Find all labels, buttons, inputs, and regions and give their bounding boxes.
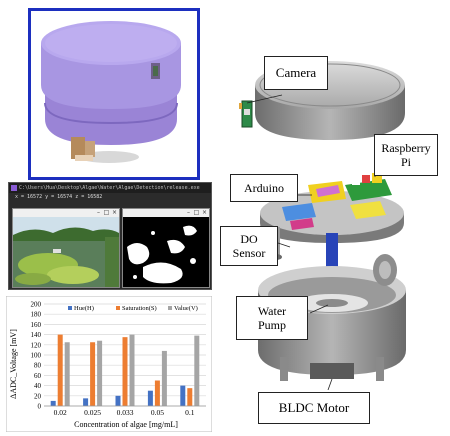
x-tick-label: 0.1 bbox=[185, 408, 195, 417]
callout-raspberry-pi: Raspberry Pi bbox=[374, 134, 438, 176]
legend-swatch bbox=[168, 306, 172, 310]
device-photo-image bbox=[31, 11, 197, 177]
chart-frame bbox=[6, 296, 212, 432]
y-tick-label: 140 bbox=[31, 331, 42, 339]
callout-do-sensor: DO Sensor bbox=[220, 226, 278, 266]
bar-valuev-0.1 bbox=[194, 335, 200, 406]
x-tick-label: 0.033 bbox=[117, 408, 134, 417]
x-tick-label: 0.02 bbox=[54, 408, 67, 417]
software-window: C:\Users\Hua\Desktop\Algae\Water\Algae\D… bbox=[8, 182, 212, 290]
camera-view-titlebar: – □ × bbox=[13, 209, 119, 217]
bar-valuev-0.033 bbox=[129, 334, 135, 406]
bar-saturations-0.1 bbox=[187, 388, 193, 406]
raspberry-pi-board bbox=[345, 173, 392, 201]
y-tick-label: 60 bbox=[34, 372, 42, 380]
bar-hueh-0.02 bbox=[50, 400, 56, 406]
bar-hueh-0.025 bbox=[83, 398, 89, 406]
camera-module bbox=[239, 100, 253, 128]
chart-x-tick-labels: 0.02 0.025 0.033 0.05 0.1 bbox=[54, 408, 195, 417]
bar-valuev-0.025 bbox=[97, 340, 103, 406]
bar-saturations-0.02 bbox=[57, 334, 63, 406]
bar-hueh-0.033 bbox=[115, 395, 121, 406]
battery-blocks bbox=[282, 201, 386, 230]
chart-y-axis-label: ΔADC_Voltage [mV] bbox=[9, 329, 18, 399]
y-tick-label: 0 bbox=[38, 403, 42, 411]
camera-view-window: – □ × bbox=[12, 208, 120, 288]
close-icon[interactable]: × bbox=[111, 209, 118, 216]
mask-view-titlebar: – □ × bbox=[123, 209, 209, 217]
water-pump-part bbox=[373, 254, 397, 286]
bar-valuev-0.02 bbox=[64, 342, 70, 406]
chart-y-tick-labels: 0 20 40 60 80 100 120 140 160 180 200 bbox=[31, 301, 42, 411]
y-tick-label: 180 bbox=[31, 311, 42, 319]
chart-legend: Hue(H) Saturation(S) Value(V) bbox=[68, 305, 198, 312]
software-status-readout: x = 16572 y = 16574 z = 16582 bbox=[15, 194, 103, 200]
bar-saturations-0.025 bbox=[90, 342, 96, 406]
y-tick-label: 100 bbox=[31, 352, 42, 360]
algae-mask-image bbox=[123, 217, 209, 287]
device-photo bbox=[28, 8, 200, 180]
callout-arduino: Arduino bbox=[230, 174, 298, 202]
maximize-icon[interactable]: □ bbox=[193, 209, 200, 216]
legend-swatch bbox=[68, 306, 72, 310]
y-tick-label: 120 bbox=[31, 341, 42, 349]
bar-saturations-0.033 bbox=[122, 337, 128, 406]
y-tick-label: 20 bbox=[34, 392, 42, 400]
close-icon[interactable]: × bbox=[201, 209, 208, 216]
y-tick-label: 40 bbox=[34, 382, 42, 390]
software-title-bar: C:\Users\Hua\Desktop\Algae\Water\Algae\D… bbox=[9, 183, 211, 193]
x-tick-label: 0.05 bbox=[151, 408, 164, 417]
arduino-board bbox=[308, 181, 346, 203]
pond-camera-image bbox=[13, 217, 119, 287]
callout-bldc-motor: BLDC Motor bbox=[258, 392, 370, 424]
y-tick-label: 160 bbox=[31, 321, 42, 329]
minimize-icon[interactable]: – bbox=[187, 209, 190, 216]
app-icon bbox=[11, 185, 17, 191]
chart-bars bbox=[44, 334, 206, 407]
bar-saturations-0.05 bbox=[154, 380, 160, 406]
bar-hueh-0.05 bbox=[147, 390, 153, 406]
chart-x-axis-label: Concentration of algae [mg/mL] bbox=[74, 420, 178, 429]
y-tick-label: 80 bbox=[34, 362, 42, 370]
minimize-icon[interactable]: – bbox=[97, 209, 100, 216]
legend-swatch bbox=[116, 306, 120, 310]
callout-water-pump: Water Pump bbox=[236, 296, 308, 340]
mask-view-window: – □ × bbox=[122, 208, 210, 288]
legend-label: Saturation(S) bbox=[122, 305, 157, 312]
legend-label: Value(V) bbox=[174, 305, 198, 312]
maximize-icon[interactable]: □ bbox=[103, 209, 110, 216]
x-tick-label: 0.025 bbox=[84, 408, 101, 417]
bldc-motor-part bbox=[280, 357, 384, 381]
bar-valuev-0.05 bbox=[161, 350, 167, 406]
legend-label: Hue(H) bbox=[74, 305, 94, 312]
y-tick-label: 200 bbox=[31, 301, 42, 309]
bar-hueh-0.1 bbox=[180, 385, 186, 406]
callout-camera: Camera bbox=[264, 56, 328, 90]
